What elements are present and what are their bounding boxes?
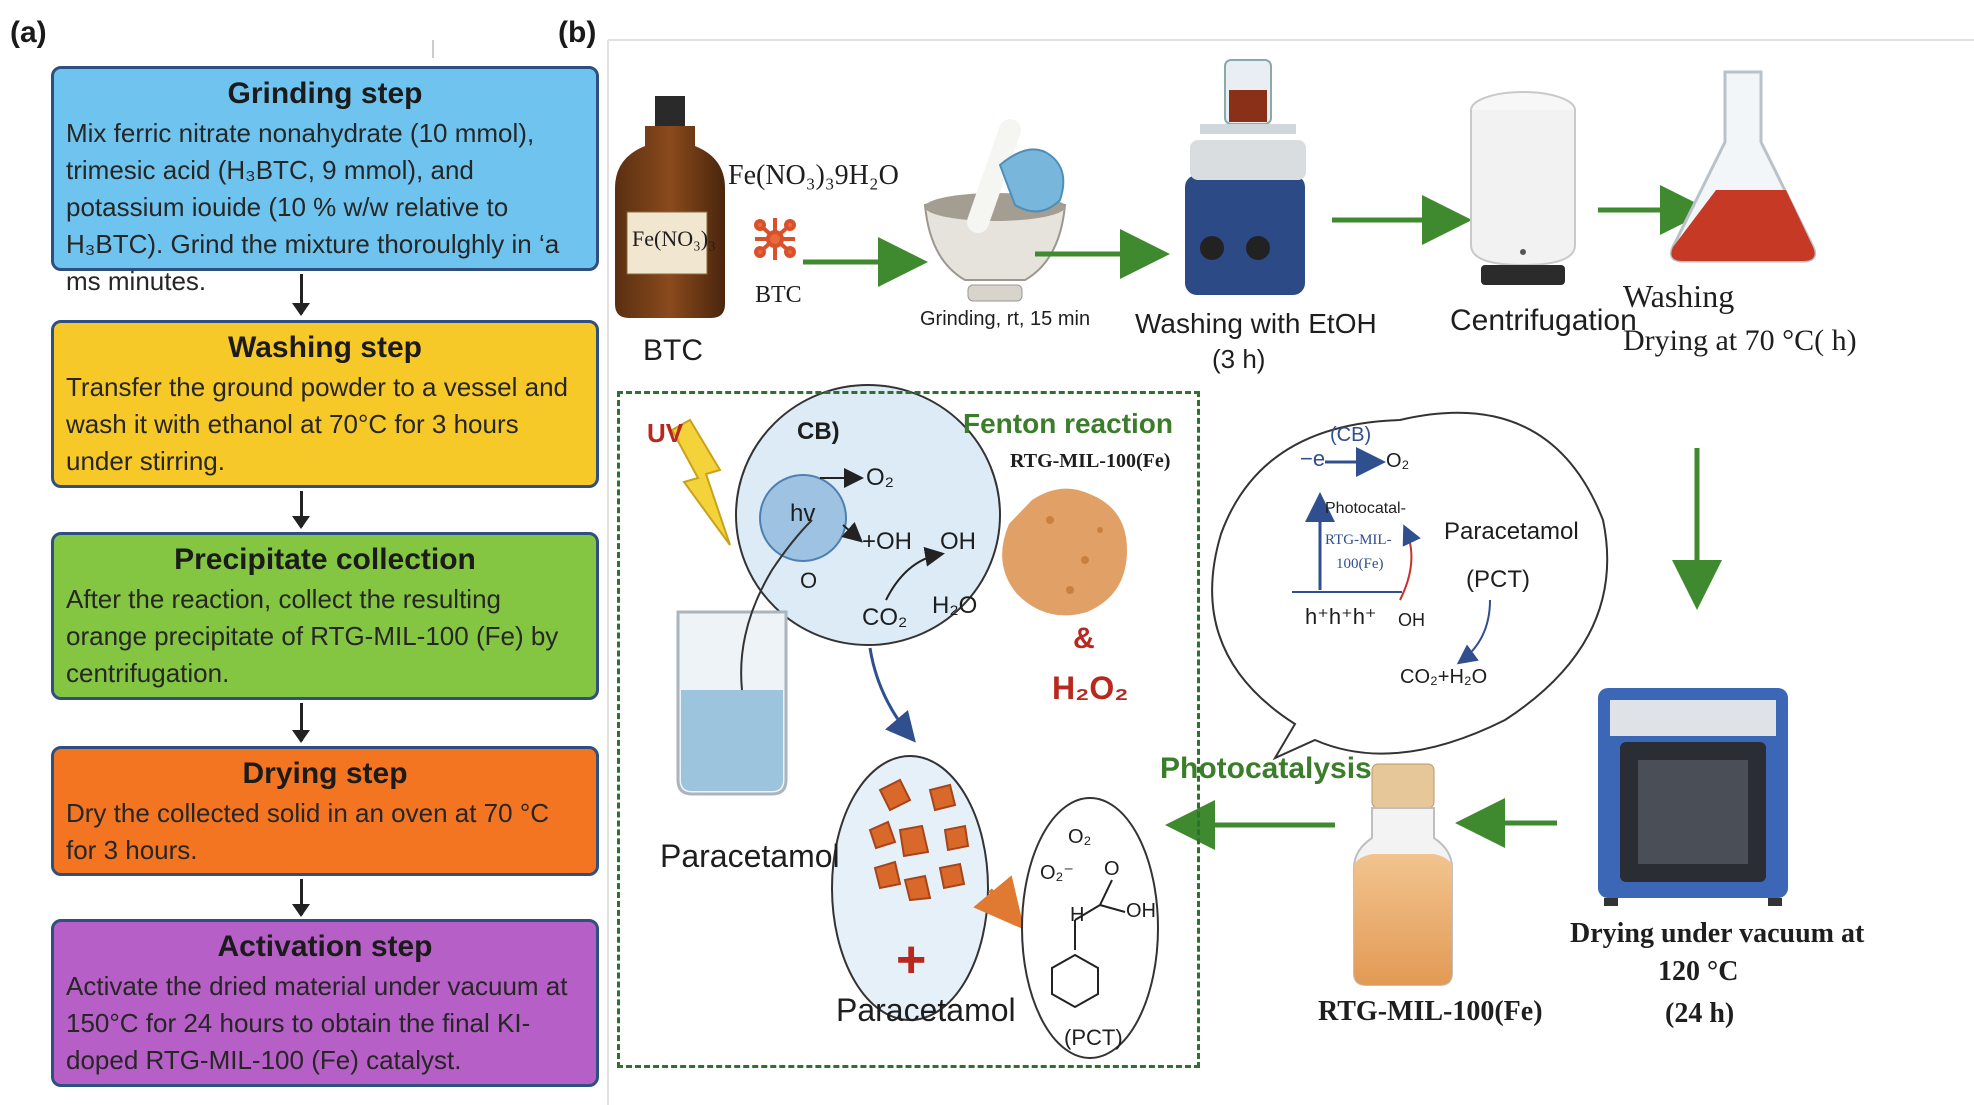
amp-label: &	[1073, 622, 1095, 655]
fenton-title: Fenton reaction	[963, 408, 1174, 439]
activation-step-title: Activation step	[217, 930, 433, 963]
erlenmeyer-flask-icon	[1669, 70, 1817, 263]
mechanism-ellipse	[735, 384, 1001, 646]
ferric-nitrate-bottle-icon	[615, 96, 725, 318]
catalyst-particle-icon	[759, 474, 847, 562]
bubble-paracetamol: Paracetamol	[1444, 518, 1579, 545]
bubble-minus-e: −e	[1300, 446, 1326, 471]
cb-label: CB)	[797, 418, 840, 445]
mol-pct-label: (PCT)	[1064, 1025, 1123, 1050]
mof-framework-icon	[868, 778, 970, 902]
grinding-step-box: Grinding step Mix ferric nitrate nonahyd…	[51, 66, 599, 296]
bubble-rtg-1: RTG-MIL-	[1325, 532, 1392, 548]
bubble-oh: OH	[1398, 610, 1425, 630]
drying-step-title: Drying step	[242, 757, 408, 790]
drying-step-body: Dry the collected solid in an oven at 70…	[66, 798, 549, 865]
mol-o2m-label: O₂⁻	[1040, 862, 1074, 884]
drying-step-box: Drying step Dry the collected solid in a…	[51, 746, 599, 876]
grinding-step-body: Mix ferric nitrate nonahydrate (10 mmol)…	[66, 118, 560, 296]
arrow-down-4	[292, 879, 310, 917]
activation-step-body: Activate the dried material under vacuum…	[66, 971, 568, 1075]
beaker-icon	[676, 519, 813, 796]
paracetamol-label-2: Paracetamol	[836, 992, 1016, 1028]
vacuum-label-2: 120 °C	[1658, 956, 1739, 987]
arrow-oh	[885, 546, 945, 601]
mechanism-bubble	[1211, 411, 1609, 761]
h2o-label: H₂O	[932, 592, 978, 619]
mol-o2-label: O₂	[1068, 826, 1092, 848]
bubble-photocatal: Photocatal-	[1325, 500, 1406, 517]
co2-label: CO₂	[862, 604, 908, 631]
uv-label: UV	[647, 418, 684, 448]
activation-step-box: Activation step Activate the dried mater…	[51, 919, 599, 1087]
mol-h-label: H	[1070, 904, 1085, 926]
btc-molecule-icon	[754, 218, 796, 260]
bottle-caption: BTC	[643, 334, 703, 367]
mof-powder-icon	[1002, 488, 1127, 616]
paracetamol-label-1: Paracetamol	[660, 838, 840, 874]
washing-label: Washing	[1623, 278, 1735, 314]
arrow-down-2	[292, 491, 310, 529]
oh-radical-label: +OH	[862, 528, 913, 555]
precipitate-step-title: Precipitate collection	[174, 543, 476, 576]
reagent-formula: Fe(NO₃)₃9H₂O	[728, 160, 899, 191]
bubble-rtg-2: 100(Fe)	[1336, 556, 1384, 572]
panel-label-b: (b)	[558, 16, 597, 49]
precipitate-step-body: After the reaction, collect the resultin…	[66, 584, 559, 688]
product-label: RTG-MIL-100(Fe)	[1318, 996, 1543, 1027]
mol-o-label: O	[1104, 858, 1120, 880]
vacuum-oven-icon	[1598, 688, 1788, 906]
bubble-pct: (PCT)	[1466, 566, 1530, 593]
fenton-reaction-box	[617, 391, 1200, 1068]
arrow-to-mof	[868, 647, 916, 743]
panel-label-a: (a)	[10, 16, 47, 49]
bottle-label: Fe(NO₃)₃	[632, 226, 716, 251]
vacuum-label-1: Drying under vacuum at	[1570, 918, 1865, 949]
pct-molecule-circle	[1021, 797, 1159, 1059]
product-vial-icon	[1353, 763, 1453, 986]
photocatalysis-label: Photocatalysis	[1160, 752, 1372, 785]
hv-label: hv	[790, 500, 816, 527]
drying-70-label: Drying at 70 °C( h)	[1623, 324, 1857, 357]
o2-label: O₂	[866, 464, 894, 491]
arrow-to-pct	[973, 875, 1025, 930]
grinding-label: Grinding, rt, 15 min	[920, 308, 1091, 330]
bubble-holes: h⁺h⁺h⁺	[1305, 604, 1377, 629]
oh-label: OH	[940, 528, 976, 555]
washing-step-box: Washing step Transfer the ground powder …	[51, 320, 599, 488]
mol-oh-label: OH	[1126, 900, 1156, 922]
grinding-step-title: Grinding step	[227, 77, 423, 110]
uv-lightning-icon	[670, 418, 731, 546]
arrow-down-3	[292, 703, 310, 743]
plus-label: +	[896, 931, 927, 989]
vacuum-label-3: (24 h)	[1665, 998, 1735, 1029]
pct-structure-icon	[1051, 879, 1126, 1009]
centrifugation-label: Centrifugation	[1450, 304, 1637, 337]
washing-step-body: Transfer the ground powder to a vessel a…	[66, 372, 568, 476]
precipitate-step-box: Precipitate collection After the reactio…	[51, 532, 599, 700]
washing-step-title: Washing step	[228, 331, 422, 364]
centrifuge-icon	[1470, 91, 1576, 285]
btc-label: BTC	[755, 282, 802, 308]
h2o2-label: H₂O₂	[1052, 670, 1129, 706]
stirrer-hotplate-icon	[1185, 59, 1306, 295]
bubble-products: CO₂+H₂O	[1400, 666, 1488, 688]
washing-etoh-label: Washing with EtOH	[1135, 308, 1377, 339]
bubble-cb: (CB)	[1330, 424, 1372, 446]
mortar-pestle-icon	[923, 119, 1067, 302]
fenton-material-label: RTG-MIL-100(Fe)	[1010, 450, 1171, 472]
bubble-o2: O₂	[1386, 450, 1410, 472]
o-minus-label: O	[800, 568, 818, 593]
arrow-down-1	[292, 274, 310, 316]
arrow-oh-radical	[841, 521, 863, 543]
washing-time-label: (3 h)	[1212, 344, 1266, 374]
